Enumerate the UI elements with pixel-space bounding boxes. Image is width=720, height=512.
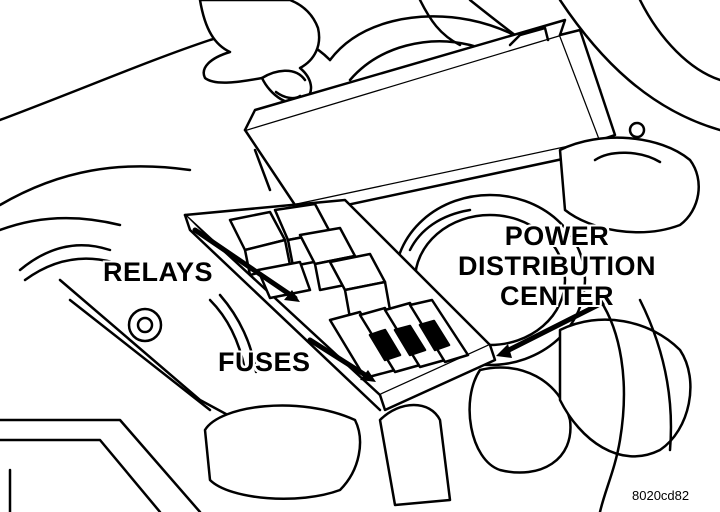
relay-blocks (228, 202, 392, 320)
figure-code: 8020cd82 (632, 488, 690, 503)
fuse-slots (328, 298, 470, 380)
lower-components (203, 298, 692, 512)
relays-label: RELAYS (103, 257, 214, 287)
callout-arrows (192, 227, 611, 381)
hand-illustration (198, 0, 321, 105)
pdc-label-line2: DISTRIBUTION (458, 251, 656, 281)
pdc-label-line1: POWER (504, 221, 610, 251)
arrow-heads (284, 290, 512, 382)
fuses-label: FUSES (218, 347, 311, 377)
reservoir (558, 136, 700, 234)
pdc-label-line3: CENTER (499, 281, 614, 311)
